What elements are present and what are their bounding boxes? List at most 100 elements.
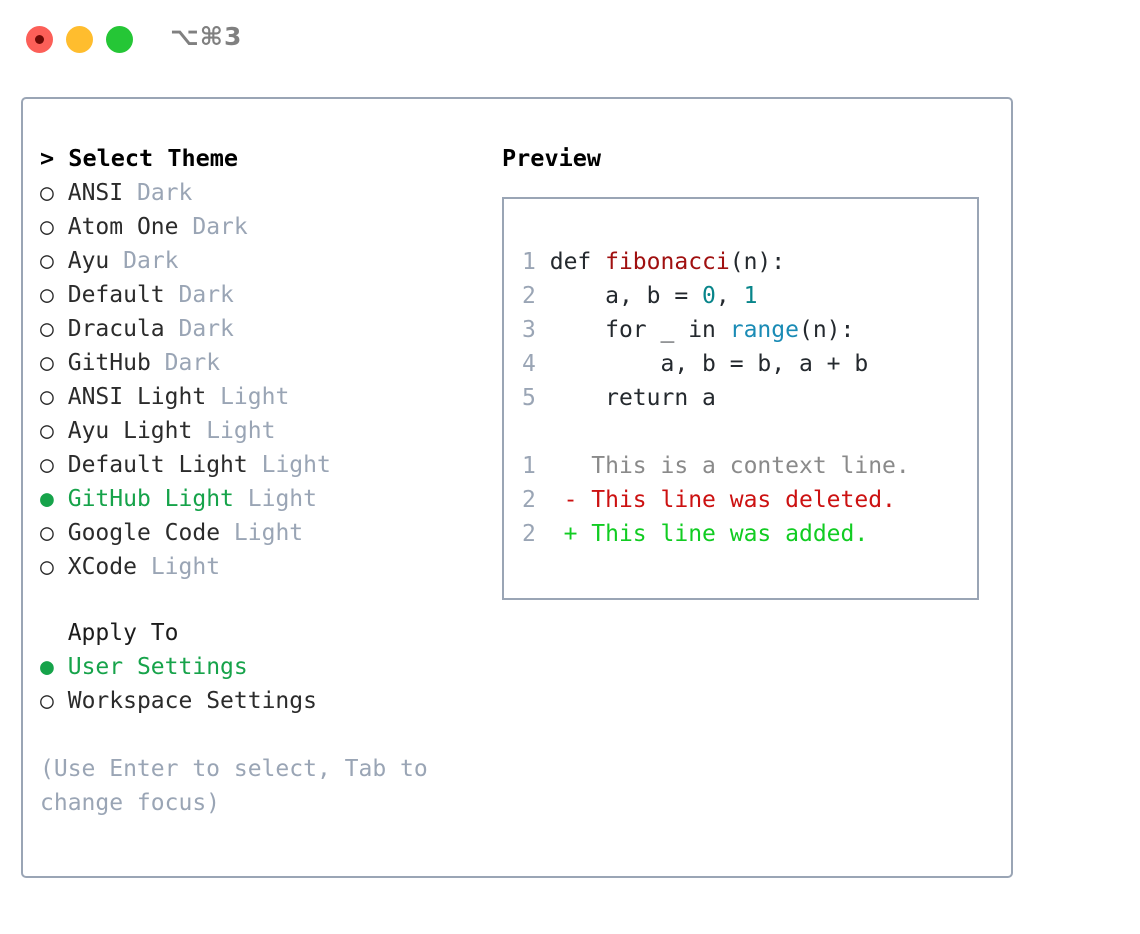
theme-variant-badge: Dark <box>178 282 234 308</box>
spacer <box>206 384 220 410</box>
spacer <box>109 248 123 274</box>
radio-unselected-icon: ○ <box>40 248 54 274</box>
spacer <box>234 486 248 512</box>
code-token: 0 <box>702 283 716 309</box>
minimize-button[interactable] <box>66 26 93 53</box>
code-token: 1 <box>743 283 758 309</box>
radio-unselected-icon: ○ <box>40 452 54 478</box>
apply-to-section: Apply To ● User Settings○ Workspace Sett… <box>40 616 480 718</box>
spacer <box>536 521 564 547</box>
theme-name: GitHub <box>67 350 151 376</box>
theme-variant-badge: Dark <box>178 316 234 342</box>
diff-line-add: 2 + This line was added. <box>522 517 977 551</box>
preview-heading: Preview <box>502 144 602 172</box>
theme-option-ayu[interactable]: ○ Ayu Dark <box>40 244 480 278</box>
spacer <box>54 452 68 478</box>
spacer <box>54 520 68 546</box>
theme-option-github[interactable]: ○ GitHub Dark <box>40 346 480 380</box>
radio-unselected-icon: ○ <box>40 282 54 308</box>
diff-marker: - <box>563 487 592 513</box>
theme-option-default-light[interactable]: ○ Default Light Light <box>40 448 480 482</box>
spacer <box>123 180 137 206</box>
line-number: 2 <box>522 487 536 513</box>
spacer <box>54 180 68 206</box>
preview-column: Preview 1 def fibonacci(n):2 a, b = 0, 1… <box>502 141 992 600</box>
theme-option-default[interactable]: ○ Default Dark <box>40 278 480 312</box>
theme-option-atom-one[interactable]: ○ Atom One Dark <box>40 210 480 244</box>
close-button[interactable] <box>26 26 53 53</box>
code-token: return a <box>549 385 716 411</box>
spacer <box>54 384 68 410</box>
radio-selected-icon: ● <box>40 486 54 512</box>
apply-to-list: ● User Settings○ Workspace Settings <box>40 650 480 718</box>
theme-name: GitHub Light <box>67 486 234 512</box>
line-number: 5 <box>522 385 536 411</box>
line-number: 2 <box>522 283 536 309</box>
theme-option-ansi-light[interactable]: ○ ANSI Light Light <box>40 380 480 414</box>
maximize-button[interactable] <box>106 26 133 53</box>
spacer <box>54 486 68 512</box>
theme-variant-badge: Dark <box>164 350 221 376</box>
keyboard-hint-text: (Use Enter to select, Tab to change focu… <box>40 756 442 816</box>
diff-text: This line was deleted. <box>591 487 896 513</box>
theme-option-google-code[interactable]: ○ Google Code Light <box>40 516 480 550</box>
theme-name: XCode <box>67 554 137 580</box>
theme-list: ○ ANSI Dark○ Atom One Dark○ Ayu Dark○ De… <box>40 176 480 584</box>
theme-name: Ayu Light <box>67 418 193 444</box>
line-number: 4 <box>522 351 536 377</box>
spacer <box>220 520 234 546</box>
radio-unselected-icon: ○ <box>40 554 54 580</box>
spacer <box>151 350 165 376</box>
line-number: 3 <box>522 317 536 343</box>
diff-line-del: 2 - This line was deleted. <box>522 483 977 517</box>
theme-name: Atom One <box>67 214 179 240</box>
radio-unselected-icon: ○ <box>40 214 54 240</box>
radio-unselected-icon: ○ <box>40 350 54 376</box>
code-token: fibonacci <box>605 249 730 275</box>
spacer <box>165 282 179 308</box>
spacer <box>54 350 68 376</box>
theme-variant-badge: Light <box>247 486 317 512</box>
theme-name: ANSI <box>67 180 124 206</box>
spacer <box>54 554 68 580</box>
spacer <box>536 453 564 479</box>
theme-name: Dracula <box>67 316 165 342</box>
apply-to-option-label: User Settings <box>67 654 248 680</box>
theme-option-dracula[interactable]: ○ Dracula Dark <box>40 312 480 346</box>
apply-to-option-workspace-settings[interactable]: ○ Workspace Settings <box>40 684 480 718</box>
spacer <box>54 248 68 274</box>
spacer <box>536 385 550 411</box>
diff-marker <box>564 453 592 479</box>
code-token: (n): <box>798 317 855 343</box>
radio-unselected-icon: ○ <box>40 316 54 342</box>
theme-variant-badge: Dark <box>136 180 193 206</box>
spacer <box>137 554 151 580</box>
theme-name: Ayu <box>67 248 110 274</box>
theme-picker-column: > Select Theme ○ ANSI Dark○ Atom One Dar… <box>40 141 480 820</box>
traffic-light-group <box>26 26 133 53</box>
theme-option-xcode[interactable]: ○ XCode Light <box>40 550 480 584</box>
code-token: a, b = b, a + b <box>549 351 869 377</box>
spacer <box>536 249 550 275</box>
theme-variant-badge: Light <box>220 384 290 410</box>
diff-marker: + <box>563 521 592 547</box>
spacer <box>179 214 193 240</box>
radio-unselected-icon: ○ <box>40 688 54 714</box>
code-token: (n): <box>729 249 786 275</box>
diff-text: This is a context line. <box>591 453 910 479</box>
radio-unselected-icon: ○ <box>40 418 54 444</box>
spacer <box>536 351 550 377</box>
spacer <box>54 316 68 342</box>
apply-to-option-user-settings[interactable]: ● User Settings <box>40 650 480 684</box>
code-line: 2 a, b = 0, 1 <box>522 279 977 313</box>
spacer <box>248 452 262 478</box>
theme-option-ayu-light[interactable]: ○ Ayu Light Light <box>40 414 480 448</box>
code-token: a, b = <box>549 283 703 309</box>
diff-sample: 1 This is a context line.2 - This line w… <box>522 449 977 551</box>
theme-option-github-light[interactable]: ● GitHub Light Light <box>40 482 480 516</box>
code-diff-spacer <box>522 415 977 449</box>
theme-option-ansi[interactable]: ○ ANSI Dark <box>40 176 480 210</box>
apply-to-label: Apply To <box>40 620 179 646</box>
